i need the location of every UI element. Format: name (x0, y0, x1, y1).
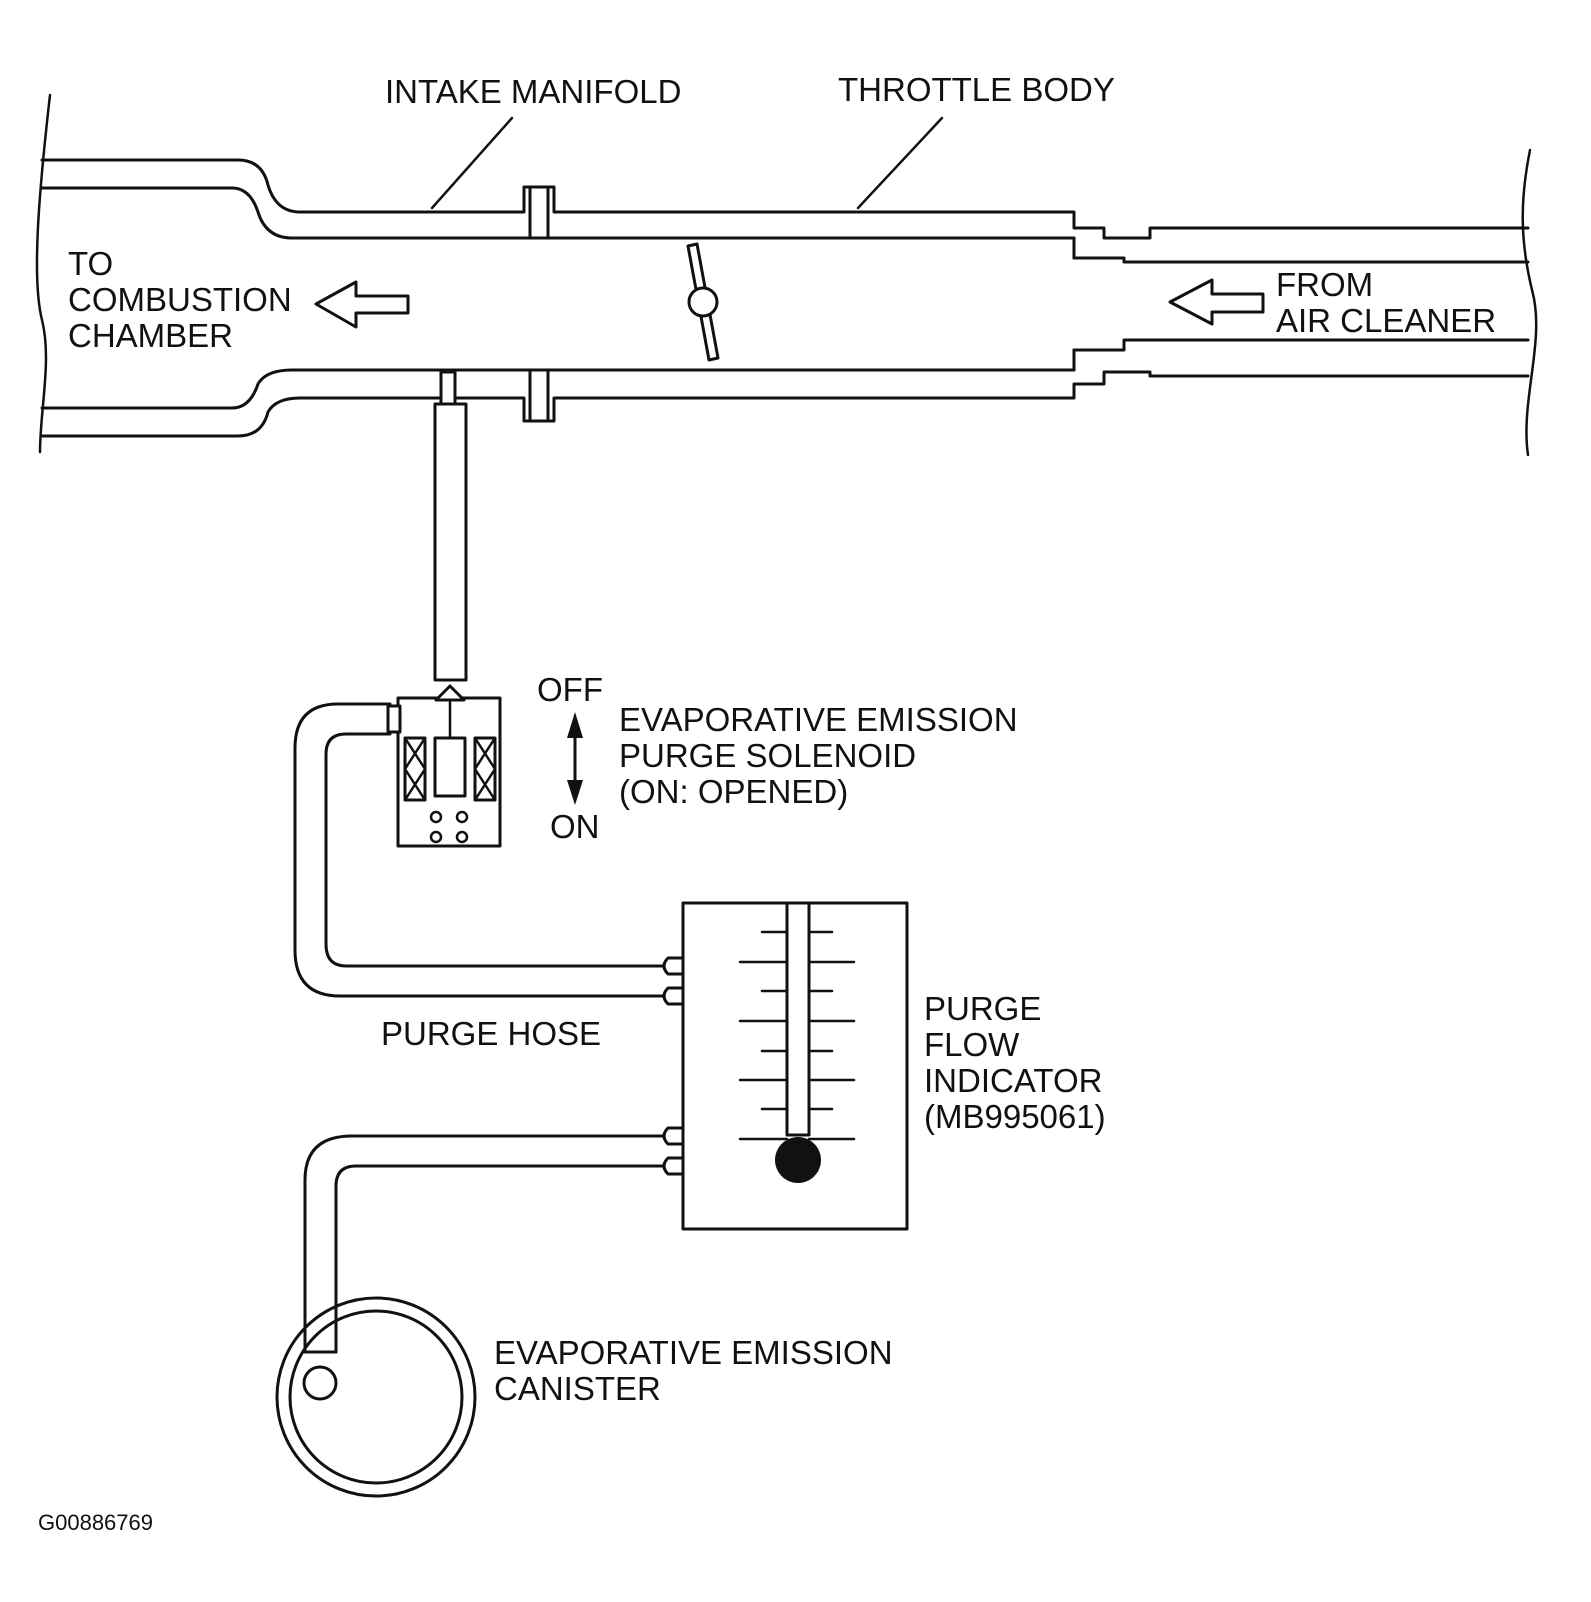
to-combustion-arrow-icon (314, 280, 410, 329)
to-combustion-label-line2: COMBUSTION (68, 281, 292, 318)
purge-flow-indicator (662, 901, 909, 1231)
on-label: ON (550, 808, 600, 845)
canister-hose (303, 1134, 670, 1354)
throttle-valve (686, 242, 720, 362)
solenoid-label-line2: PURGE SOLENOID (619, 737, 916, 774)
purge-hose (293, 702, 670, 998)
to-combustion-label-line3: CHAMBER (68, 317, 233, 354)
purge-solenoid (386, 684, 502, 848)
from-air-cleaner-label-line2: AIR CLEANER (1276, 302, 1496, 339)
canister-label-line2: CANISTER (494, 1370, 661, 1407)
from-air-cleaner-label-line1: FROM (1276, 266, 1373, 303)
throttle-body-label: THROTTLE BODY (838, 71, 1115, 108)
vacuum-pipe (433, 370, 468, 682)
from-air-cleaner-arrow-icon (1168, 278, 1265, 326)
indicator-label-line4: (MB995061) (924, 1098, 1106, 1135)
right-break-line (1521, 148, 1538, 457)
solenoid-label-line1: EVAPORATIVE EMISSION (619, 701, 1018, 738)
solenoid-label-line3: (ON: OPENED) (619, 773, 848, 810)
off-on-double-arrow-icon (567, 712, 583, 805)
evap-canister (275, 1296, 477, 1498)
indicator-label-line1: PURGE (924, 990, 1041, 1027)
purge-hose-label: PURGE HOSE (381, 1015, 601, 1052)
canister-label-line1: EVAPORATIVE EMISSION (494, 1334, 893, 1371)
intake-manifold-leader (430, 116, 514, 210)
throttle-body-leader (856, 116, 944, 210)
indicator-label-line3: INDICATOR (924, 1062, 1102, 1099)
off-label: OFF (537, 671, 603, 708)
to-combustion-label-line1: TO (68, 245, 113, 282)
indicator-label-line2: FLOW (924, 1026, 1020, 1063)
figure-code: G00886769 (38, 1510, 153, 1535)
intake-duct (40, 158, 1530, 438)
left-break-line (35, 93, 52, 454)
intake-manifold-label: INTAKE MANIFOLD (385, 73, 681, 110)
